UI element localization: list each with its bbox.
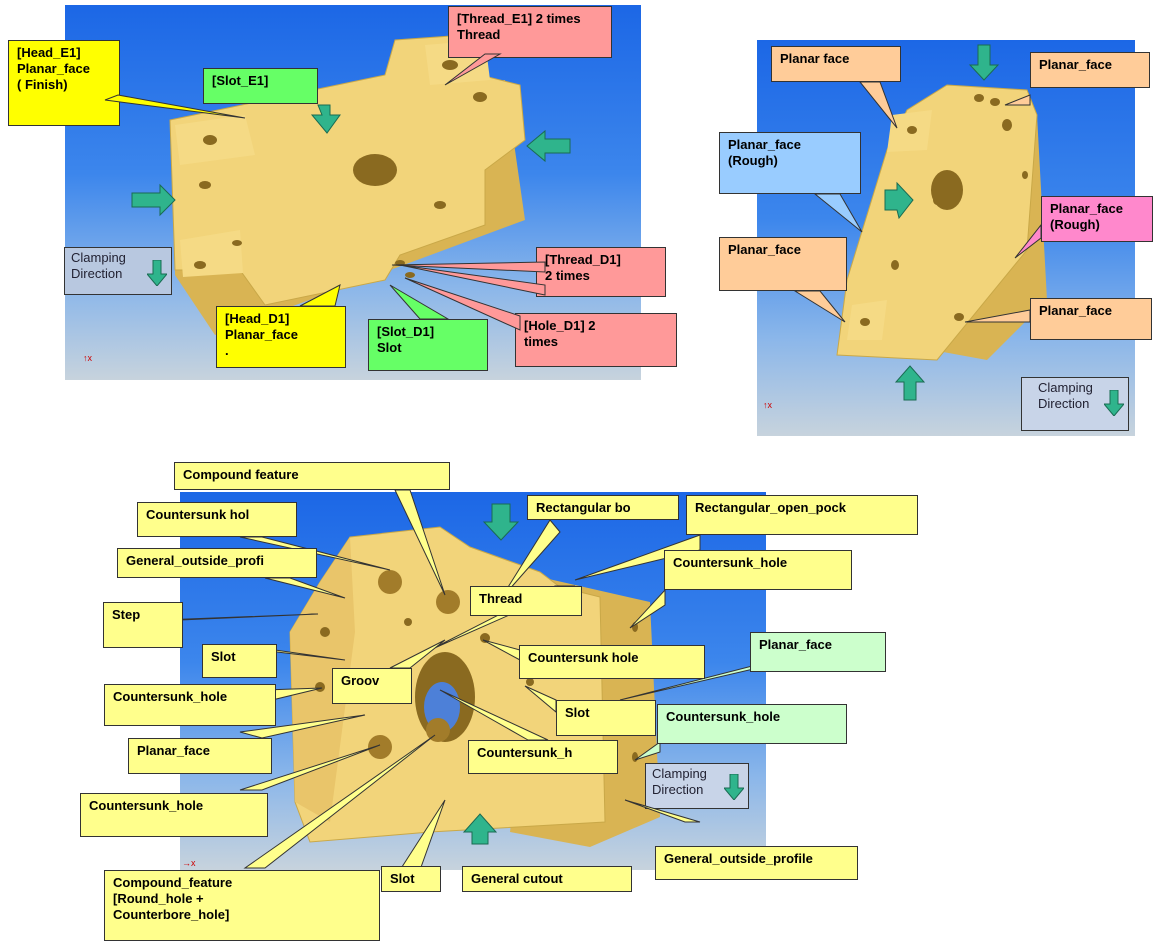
part-model-3d	[131, 34, 571, 335]
part-model-3d	[836, 44, 1047, 401]
callout-countersunk-hol: Countersunk hol	[137, 502, 297, 537]
clamp-arrow-icon	[968, 44, 1000, 81]
hole	[954, 313, 964, 321]
hole	[194, 261, 206, 269]
hole	[320, 627, 330, 637]
hole	[933, 195, 941, 205]
countersunk-hole	[368, 735, 392, 759]
callout-general-cutout: General cutout	[462, 866, 632, 892]
clamping-text: Clamping Direction	[652, 766, 707, 797]
hole	[1022, 171, 1028, 179]
countersunk-hole	[378, 570, 402, 594]
hole	[860, 318, 870, 326]
clamp-arrow-icon	[894, 365, 926, 401]
hole	[199, 181, 211, 189]
callout-head-d1: [Head_D1] Planar_face .	[216, 306, 346, 368]
callout-countersunk-hole-right-bottom: Countersunk_hole	[657, 704, 847, 744]
callout-general-outside-profile: General_outside_profile	[655, 846, 858, 880]
slot-arrow-icon	[310, 104, 341, 134]
hole	[405, 272, 415, 278]
hole	[203, 135, 217, 145]
hole	[232, 240, 242, 246]
callout-step: Step	[103, 602, 183, 648]
hole	[1002, 119, 1012, 131]
callout-planar-face-right: Planar_face	[750, 632, 886, 672]
callout-head-e1: [Head_E1] Planar_face ( Finish)	[8, 40, 120, 126]
callout-planar-face-left: Planar_face	[128, 738, 272, 774]
callout-thread-d1: [Thread_D1] 2 times	[536, 247, 666, 297]
callout-planar-mid-left: Planar_face	[719, 237, 847, 291]
callout-groov: Groov	[332, 668, 412, 704]
panel-part-e1-d1: ↑x	[65, 5, 641, 380]
hole	[473, 92, 487, 102]
callout-slot-bottom: Slot	[381, 866, 441, 892]
feature-arrow-icon	[884, 181, 914, 220]
callout-thread: Thread	[470, 586, 582, 616]
hole	[632, 622, 638, 632]
clamp-arrow-icon	[462, 813, 498, 845]
axis-triad-icon: ↑x	[763, 400, 772, 410]
callout-countersunk-hole-mid: Countersunk hole	[519, 645, 705, 679]
callout-countersunk-hole-bottom-left: Countersunk_hole	[80, 793, 268, 837]
countersunk-hole	[426, 718, 450, 742]
callout-planar-top-right: Planar_face	[1030, 52, 1150, 88]
hole	[315, 682, 325, 692]
callout-planar-bottom-right: Planar_face	[1030, 298, 1152, 340]
clamping-direction-label: Clamping Direction	[645, 763, 749, 809]
callout-general-outside-profi: General_outside_profi	[117, 548, 317, 578]
countersunk-hole	[436, 590, 460, 614]
center-hole	[353, 154, 397, 186]
hole	[907, 126, 917, 134]
clamp-arrow-icon	[482, 503, 520, 541]
callout-planar-rough-left: Planar_face (Rough)	[719, 132, 861, 194]
axis-triad-icon: ↑x	[83, 353, 92, 363]
hole	[442, 60, 458, 70]
hole	[480, 633, 490, 643]
callout-hole-d1: [Hole_D1] 2 times	[515, 313, 677, 367]
clamp-arrow-icon	[526, 129, 571, 163]
hole	[974, 94, 984, 102]
hole	[395, 260, 405, 266]
hole	[526, 678, 534, 686]
clamping-direction-label: Clamping Direction	[64, 247, 172, 295]
callout-countersunk-h: Countersunk_h	[468, 740, 618, 774]
callout-planar-top-left: Planar face	[771, 46, 901, 82]
callout-compound-feature-top: Compound feature	[174, 462, 450, 490]
callout-thread-e1: [Thread_E1] 2 times Thread	[448, 6, 612, 58]
callout-rectangular-open-pock: Rectangular_open_pock	[686, 495, 918, 535]
hole	[434, 201, 446, 209]
callout-slot-right: Slot	[556, 700, 656, 736]
clamping-text: Clamping Direction	[1038, 380, 1093, 411]
down-arrow-icon	[147, 260, 167, 286]
callout-planar-rough-right: Planar_face (Rough)	[1041, 196, 1153, 242]
down-arrow-icon	[1104, 390, 1124, 416]
clamping-text: Clamping Direction	[71, 250, 126, 281]
hole	[891, 260, 899, 270]
clamp-arrow-icon	[131, 183, 176, 217]
callout-slot-e1: [Slot_E1]	[203, 68, 318, 104]
callout-countersunk-hole-right-top: Countersunk_hole	[664, 550, 852, 590]
callout-compound-feature-bottom: Compound_feature [Round_hole + Counterbo…	[104, 870, 380, 941]
axis-triad-icon: →x	[182, 858, 196, 868]
hole	[632, 752, 638, 762]
callout-countersunk-hole-left: Countersunk_hole	[104, 684, 276, 726]
down-arrow-icon	[724, 774, 744, 800]
hole	[990, 98, 1000, 106]
callout-rectangular-bo: Rectangular bo	[527, 495, 679, 520]
clamping-direction-label: Clamping Direction	[1021, 377, 1129, 431]
callout-slot-left: Slot	[202, 644, 277, 678]
hole	[404, 618, 412, 626]
callout-slot-d1: [Slot_D1] Slot	[368, 319, 488, 371]
